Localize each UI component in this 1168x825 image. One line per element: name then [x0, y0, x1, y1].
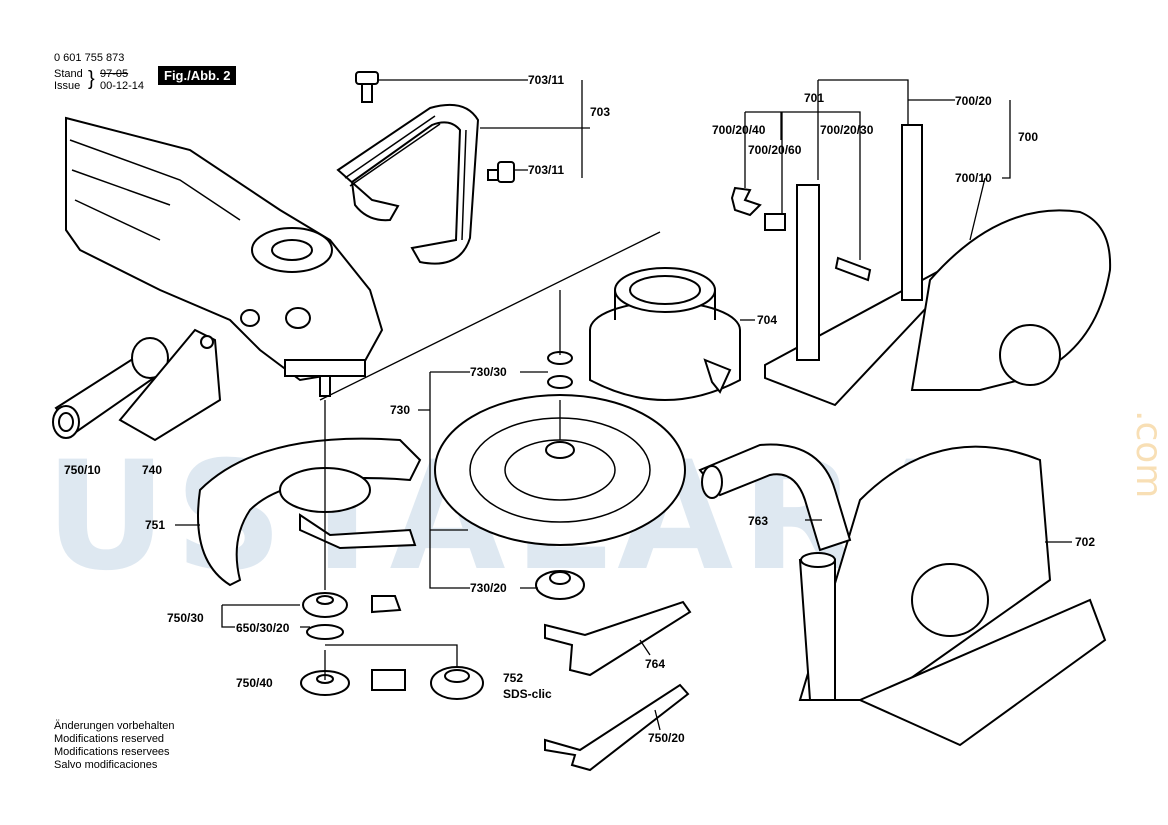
flanges-drawing: [300, 592, 484, 700]
suction-hose-763-drawing: [698, 443, 852, 552]
label-730-30: 730/30: [470, 365, 507, 379]
figure-label: Fig./Abb. 2: [158, 66, 237, 85]
watermark-suffix: .com: [1128, 410, 1168, 499]
note-en: Modifications reserved: [54, 733, 165, 745]
leader-lines: [175, 79, 1072, 731]
label-750-30: 750/30: [167, 611, 204, 625]
note-fr: Modifications reservees: [54, 746, 170, 758]
bow-handle-703-drawing: [336, 71, 515, 265]
brace-icon: }: [88, 68, 95, 90]
wrenches-drawing: [544, 600, 692, 772]
part-number: 0 601 755 873: [54, 52, 125, 64]
label-750-40: 750/40: [236, 676, 273, 690]
issue-date: 00-12-14: [100, 80, 145, 92]
label-701: 701: [804, 91, 824, 105]
label-700-20: 700/20: [955, 94, 992, 108]
label-750-20: 750/20: [648, 731, 685, 745]
label-763: 763: [748, 514, 768, 528]
stand-label: Stand: [54, 68, 83, 80]
label-702: 702: [1075, 535, 1095, 549]
label-751: 751: [145, 518, 165, 532]
label-700-20-60: 700/20/60: [748, 143, 802, 157]
issue-label: Issue: [54, 80, 81, 92]
label-703: 703: [590, 105, 610, 119]
label-700-10: 700/10: [955, 171, 992, 185]
backing-pad-730-drawing: [434, 351, 686, 600]
label-752: 752: [503, 671, 523, 685]
note-de: Änderungen vorbehalten: [54, 720, 175, 732]
cutting-guard-702-drawing: [798, 445, 1107, 747]
label-700-20-40: 700/20/40: [712, 123, 766, 137]
side-handle-drawing: [52, 328, 222, 442]
angle-grinder-drawing: [65, 116, 384, 397]
guard-751-drawing: [197, 437, 422, 587]
disclaimer-notes: Änderungen vorbehalten Modifications res…: [54, 720, 174, 772]
label-740: 740: [142, 463, 162, 477]
label-sds-clic: SDS-clic: [503, 687, 552, 701]
note-es: Salvo modificaciones: [54, 759, 158, 771]
stand-date: 97-05: [100, 68, 129, 80]
label-750-10: 750/10: [64, 463, 101, 477]
label-730-20: 730/20: [470, 581, 507, 595]
label-700-20-30: 700/20/30: [820, 123, 874, 137]
label-650-30-20: 650/30/20: [236, 621, 290, 635]
label-703-11-bottom: 703/11: [528, 163, 564, 177]
label-700: 700: [1018, 130, 1038, 144]
cutting-guide-700-drawing: [730, 124, 1112, 407]
dust-adapter-704-drawing: [589, 267, 741, 401]
label-704: 704: [757, 313, 777, 327]
label-730: 730: [390, 403, 410, 417]
label-703-11-top: 703/11: [528, 73, 564, 87]
label-764: 764: [645, 657, 665, 671]
